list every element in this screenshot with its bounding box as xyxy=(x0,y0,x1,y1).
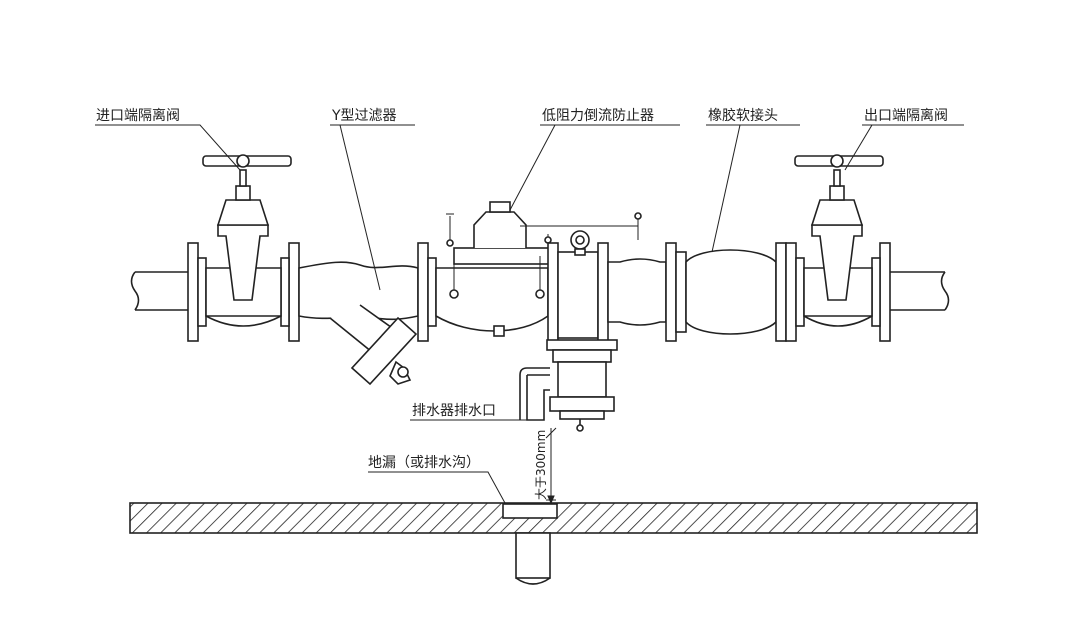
inlet-isolation-valve xyxy=(187,154,300,342)
label-y-strainer: Y型过滤器 xyxy=(331,108,397,124)
y-strainer xyxy=(298,242,437,386)
label-outlet-isolation-valve: 出口端隔离阀 xyxy=(864,107,948,124)
label-drain-outlet: 排水器排水口 xyxy=(412,403,496,419)
label-inlet-isolation-valve: 进口端隔离阀 xyxy=(96,107,180,124)
label-backflow-preventer: 低阻力倒流防止器 xyxy=(542,108,654,124)
label-floor-drain: 地漏（或排水沟） xyxy=(368,455,480,471)
label-clearance-dimension: 大于300mm xyxy=(534,430,548,500)
rubber-flexible-joint xyxy=(685,242,797,342)
clearance-dimension xyxy=(545,427,557,505)
leader-lines xyxy=(95,124,964,504)
low-resistance-backflow-preventer xyxy=(435,201,687,432)
outlet-isolation-valve xyxy=(794,154,891,342)
main-pipe xyxy=(130,271,950,311)
label-rubber-joint: 橡胶软接头 xyxy=(708,107,778,124)
floor-drain-pipe xyxy=(502,503,558,585)
